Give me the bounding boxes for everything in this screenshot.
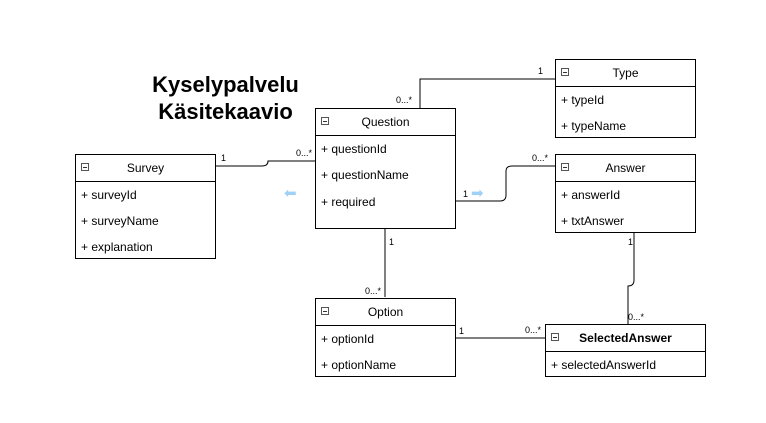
class-header[interactable]: Answer [556, 155, 695, 182]
multiplicity-label: 0...* [396, 95, 413, 105]
attribute[interactable]: + txtAnswer [561, 214, 625, 228]
multiplicity-label: 0...* [365, 286, 382, 296]
attribute[interactable]: + optionId [321, 332, 375, 346]
class-name: Type [612, 66, 639, 80]
class-name: Option [367, 305, 404, 319]
multiplicity-label: 1 [538, 66, 544, 76]
class-name: SelectedAnswer [579, 331, 672, 345]
question-type-connector [419, 78, 556, 109]
attribute[interactable]: + surveyId [81, 188, 137, 202]
collapse-icon[interactable] [551, 333, 559, 341]
multiplicity-label: 0...* [532, 153, 549, 163]
class-survey[interactable]: Survey + surveyId + surveyName + explana… [75, 154, 216, 259]
class-header[interactable]: Option [316, 299, 455, 326]
attribute[interactable]: + typeId [561, 93, 605, 107]
attribute[interactable]: + optionName [321, 358, 397, 372]
multiplicity-label: 1 [389, 237, 395, 247]
class-name: Survey [126, 161, 165, 175]
attribute[interactable]: + answerId [561, 188, 621, 202]
collapse-icon[interactable] [81, 163, 89, 171]
attribute[interactable]: + explanation [81, 240, 153, 254]
class-name: Question [361, 115, 410, 129]
class-header[interactable]: SelectedAnswer [546, 325, 705, 352]
survey-question-connector [216, 160, 316, 167]
attribute[interactable]: + typeName [561, 119, 627, 133]
class-question[interactable]: Question + questionId + questionName + r… [315, 108, 456, 229]
multiplicity-label: 0...* [628, 312, 645, 322]
class-header[interactable]: Type [556, 60, 695, 87]
class-selected-answer[interactable]: SelectedAnswer + selectedAnswerId [545, 324, 706, 377]
title-line-1: Kyselypalvelu [152, 72, 299, 97]
multiplicity-label: 0...* [296, 148, 313, 158]
attribute[interactable]: + surveyName [81, 214, 159, 228]
multiplicity-label: 1 [628, 237, 634, 247]
diagram-title: Kyselypalvelu Käsitekaavio [118, 71, 333, 125]
attribute[interactable]: + required [321, 195, 376, 209]
attribute[interactable]: + questionName [321, 168, 409, 182]
class-header[interactable]: Question [316, 109, 455, 136]
multiplicity-label: 1 [221, 153, 227, 163]
collapse-icon[interactable] [561, 68, 569, 76]
collapse-icon[interactable] [561, 163, 569, 171]
answer-selected-connector [627, 233, 635, 324]
multiplicity-label: 1 [463, 189, 469, 199]
class-answer[interactable]: Answer + answerId + txtAnswer [555, 154, 696, 233]
class-type[interactable]: Type + typeId + typeName [555, 59, 696, 138]
class-option[interactable]: Option + optionId + optionName [315, 298, 456, 377]
multiplicity-label: 1 [459, 326, 465, 336]
attribute[interactable]: + selectedAnswerId [551, 358, 657, 372]
collapse-icon[interactable] [321, 307, 329, 315]
collapse-icon[interactable] [321, 117, 329, 125]
right-arrow-icon[interactable]: ➡ [471, 185, 484, 202]
class-header[interactable]: Survey [76, 155, 215, 182]
multiplicity-label: 0...* [525, 325, 542, 335]
left-arrow-icon[interactable]: ⬅ [284, 185, 297, 202]
title-line-2: Käsitekaavio [158, 99, 293, 124]
attribute[interactable]: + questionId [321, 142, 387, 156]
question-answer-connector [456, 165, 556, 202]
class-name: Answer [605, 161, 646, 175]
